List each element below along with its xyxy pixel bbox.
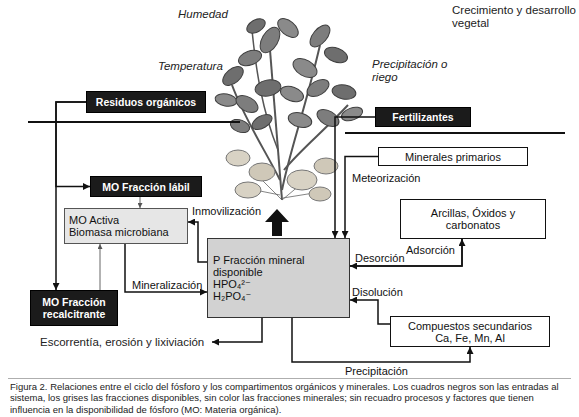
leaf <box>219 63 246 89</box>
leaf <box>274 15 301 41</box>
input-box: Residuos orgánicos <box>86 91 206 113</box>
input-box: Fertilizantes <box>375 107 471 127</box>
leaf <box>233 92 261 116</box>
figure-caption: Figura 2. Relaciones entre el ciclo del … <box>10 381 570 415</box>
soil-surface <box>345 132 565 134</box>
box-text: Residuos orgánicos <box>96 96 196 108</box>
factor-label: Escorrentía, erosión y lixiviación <box>40 336 204 349</box>
caption-rule <box>8 378 571 379</box>
box-text: H₂PO₄⁻ <box>213 290 251 302</box>
leaf <box>304 76 332 100</box>
factor-label: Humedad <box>178 8 228 21</box>
box-text: Fertilizantes <box>392 111 453 123</box>
process-label: Inmovilización <box>192 205 261 217</box>
box-text: Arcillas, Óxidos y carbonatos <box>404 207 542 231</box>
leaf <box>278 83 305 104</box>
box-text: HPO₄²⁻ <box>213 278 251 290</box>
leaf <box>306 22 333 51</box>
flow-arrow <box>350 300 390 324</box>
potato-tuber <box>226 150 250 166</box>
leaf <box>244 16 267 36</box>
input-box: MO Fracción lábil <box>90 176 202 197</box>
mineral-box: Compuestos secundariosCa, Fe, Mn, Al <box>390 316 550 347</box>
input-box: MO Fracción recalcitrante <box>30 290 118 326</box>
box-text: Minerales primarios <box>405 151 501 163</box>
leaf <box>287 110 314 130</box>
leaf <box>214 92 238 108</box>
process-label: Precipitación <box>345 365 408 377</box>
leaf <box>229 117 252 135</box>
box-text: Biomasa microbiana <box>69 226 169 238</box>
leaf <box>249 111 274 132</box>
flow-arrow <box>350 239 462 266</box>
potato-tuber <box>287 170 317 190</box>
leaf <box>322 44 349 65</box>
transfer-line <box>140 197 141 208</box>
process-label: Desorción <box>355 252 405 264</box>
process-label: Mineralización <box>132 279 202 291</box>
plant-stem <box>284 105 348 170</box>
transfer-line <box>100 244 101 290</box>
potato-plant <box>214 15 364 201</box>
box-text: MO Fracción recalcitrante <box>34 296 114 320</box>
potato-tuber <box>249 163 275 181</box>
mineral-box: Minerales primarios <box>378 147 528 166</box>
mineral-box: Arcillas, Óxidos y carbonatos <box>400 199 546 239</box>
leaf <box>236 47 263 68</box>
flow-arrow <box>56 102 86 290</box>
leaf <box>314 106 342 130</box>
box-text: Ca, Fe, Mn, Al <box>435 332 505 344</box>
loss-leader-arrow <box>212 318 262 342</box>
leaf <box>340 105 365 124</box>
flow-arrow <box>56 102 90 187</box>
box-text: Compuestos secundarios <box>408 320 532 332</box>
factor-label: Precipitación o riego <box>372 58 464 84</box>
available-box: MO ActivaBiomasa microbiana <box>64 208 188 244</box>
factor-label: Temperatura <box>158 60 223 73</box>
box-text: P Fracción mineral disponible <box>213 254 346 278</box>
available-box: P Fracción mineral disponibleHPO₄²⁻H₂PO₄… <box>207 238 350 318</box>
leaf <box>290 55 321 82</box>
box-text: MO Fracción lábil <box>102 181 190 193</box>
leaf <box>254 78 282 98</box>
soil-surface <box>28 121 240 123</box>
leaf <box>331 83 357 101</box>
box-text: MO Activa <box>69 214 119 226</box>
process-label: Adsorción <box>406 244 455 256</box>
uptake-arrow <box>265 209 289 236</box>
flow-arrow <box>345 157 378 239</box>
factor-label: Crecimiento y desarrollo vegetal <box>452 4 578 30</box>
process-label: Disolución <box>352 286 403 298</box>
potato-tuber <box>309 187 331 201</box>
flow-arrow <box>188 222 207 262</box>
flow-arrow <box>350 239 462 266</box>
process-label: Meteorización <box>352 172 420 184</box>
flow-arrow <box>125 244 207 292</box>
potato-tuber <box>235 182 261 198</box>
